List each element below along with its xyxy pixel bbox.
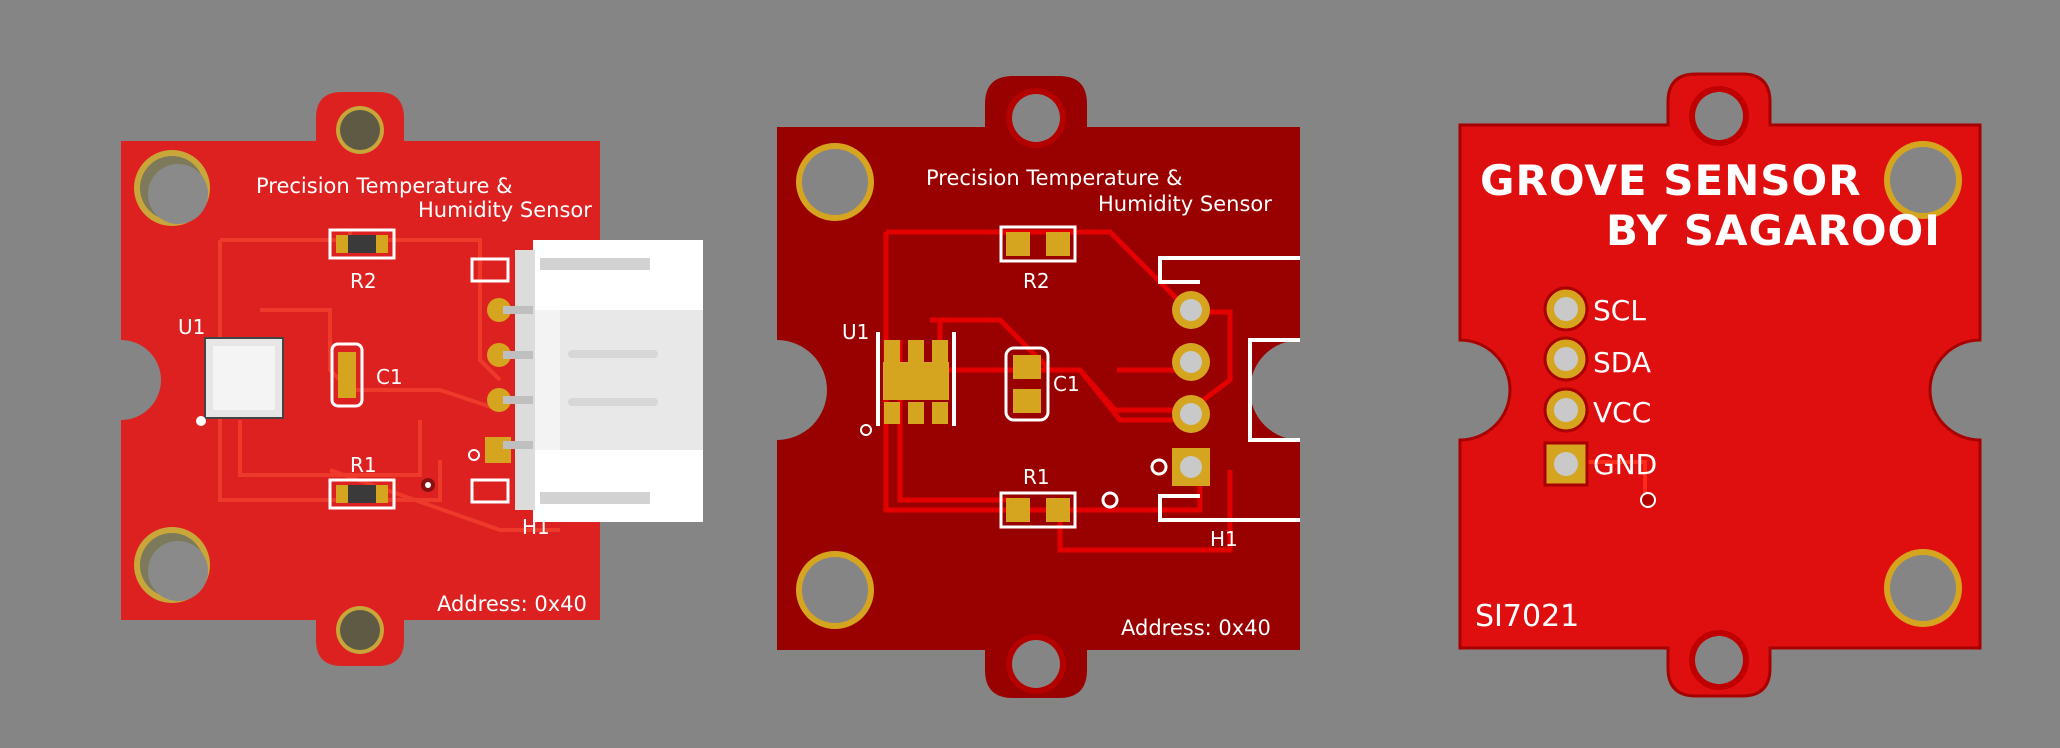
- mounting-hole-drill: [1890, 147, 1956, 213]
- ref-c1: C1: [376, 365, 403, 389]
- capacitor-c1: [1004, 346, 1050, 422]
- ref-r2: R2: [350, 269, 377, 293]
- ref-h1: H1: [522, 515, 550, 539]
- pin-label-sda: SDA: [1593, 346, 1651, 379]
- address-label: Address: 0x40: [437, 592, 587, 616]
- board-2d-top: Precision Temperature & Humidity Sensor …: [777, 76, 1300, 698]
- pin-header: [1543, 286, 1589, 487]
- ref-r1: R1: [350, 453, 377, 477]
- mounting-hole: [134, 150, 210, 226]
- board-3d-top: Precision Temperature & Humidity Sensor …: [121, 92, 703, 666]
- header-h1-pads: [1150, 291, 1210, 486]
- ic-u1: [860, 332, 956, 436]
- ref-r1: R1: [1023, 465, 1050, 489]
- part-number: SI7021: [1475, 599, 1579, 634]
- board-title-line2: Humidity Sensor: [1098, 192, 1272, 216]
- ref-h1: H1: [1210, 527, 1238, 551]
- mounting-hole-drill: [1890, 555, 1956, 621]
- mounting-hole: [336, 606, 384, 654]
- pin-label-scl: SCL: [1593, 294, 1646, 327]
- mounting-hole-drill: [1695, 636, 1743, 684]
- ref-u1: U1: [178, 315, 205, 339]
- grove-connector: [503, 240, 703, 522]
- board-title-line1: Precision Temperature &: [926, 166, 1182, 190]
- mounting-hole-drill: [1695, 92, 1743, 140]
- resistor-r2: [328, 228, 396, 260]
- board-title-line1: Precision Temperature &: [256, 174, 512, 198]
- brand-line1: GROVE SENSOR: [1480, 156, 1862, 205]
- resistor-r2: [999, 225, 1077, 263]
- resistor-r1: [999, 491, 1077, 529]
- pin-label-vcc: VCC: [1593, 396, 1651, 429]
- mounting-hole: [336, 106, 384, 154]
- pin-label-gnd: GND: [1593, 448, 1657, 481]
- trace: [1566, 460, 1647, 500]
- address-label: Address: 0x40: [1121, 616, 1271, 640]
- ref-c1: C1: [1053, 372, 1080, 396]
- board-outline: [1458, 72, 1982, 698]
- via: [1640, 492, 1656, 508]
- ic-u1: [196, 337, 284, 426]
- ref-u1: U1: [842, 320, 869, 344]
- mounting-hole-drill: [1012, 640, 1060, 688]
- mounting-hole-drill: [1012, 94, 1060, 142]
- board-bottom: GROVE SENSOR BY SAGAROOI SCL SDA VCC GND…: [1458, 72, 1982, 698]
- capacitor-c1: [330, 342, 364, 408]
- header-h1-pads: [468, 257, 511, 504]
- mounting-hole-drill: [802, 557, 868, 623]
- mounting-hole-drill: [802, 149, 868, 215]
- mounting-hole: [134, 527, 210, 603]
- board-title-line2: Humidity Sensor: [418, 198, 592, 222]
- resistor-r1: [328, 478, 396, 510]
- ref-r2: R2: [1023, 269, 1050, 293]
- board-cutout: [1250, 340, 1300, 440]
- brand-line2: BY SAGAROOI: [1606, 206, 1941, 255]
- connector-outline: [1158, 256, 1300, 522]
